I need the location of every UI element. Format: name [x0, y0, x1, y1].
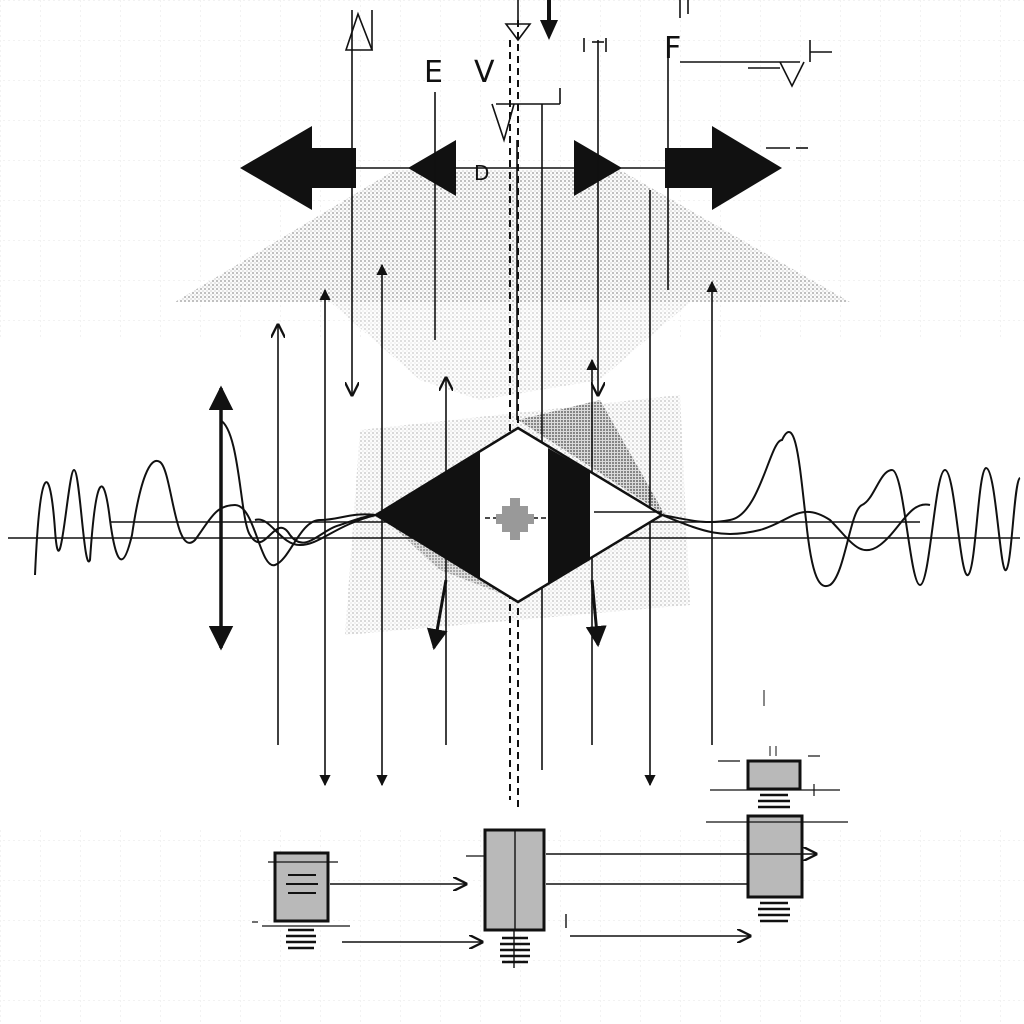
center-block-component: [466, 828, 546, 968]
center-gear-icon: [496, 498, 534, 540]
upper-halftone-field: [175, 170, 850, 400]
bottom-connecting-arrows: [330, 690, 816, 942]
big-left-arrow: [240, 126, 356, 210]
right-wave-signal: [661, 431, 1021, 588]
label-f: F: [664, 31, 681, 66]
left-wave-signal-3: [254, 514, 377, 547]
label-d: D: [474, 161, 489, 185]
top-glyph-marks: [344, 0, 832, 149]
middle-vertical-arrows: [278, 190, 718, 787]
left-block-component: [252, 851, 350, 950]
label-e: E: [424, 55, 443, 90]
big-right-arrow: [665, 126, 782, 210]
right-wave-signal-2: [661, 503, 931, 552]
label-v: V: [474, 55, 495, 90]
slanted-arrow-right: [585, 579, 607, 648]
top-down-arrow: [540, 0, 558, 40]
left-triangle-marker: [408, 140, 456, 196]
upper-vertical-lines: [352, 40, 669, 770]
left-wave-signal-2: [219, 419, 377, 544]
slanted-arrow-left: [426, 579, 448, 651]
right-block-component: [706, 746, 848, 923]
left-wave-signal: [34, 459, 377, 576]
